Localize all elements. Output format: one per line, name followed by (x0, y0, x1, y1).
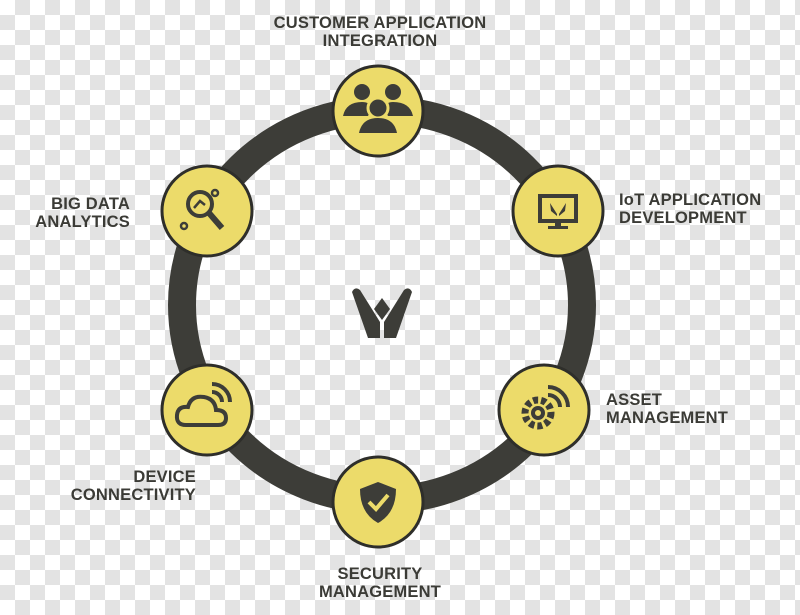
label-line: IoT APPLICATION (619, 191, 762, 209)
label-line: ASSET (606, 391, 663, 409)
node-customer[interactable] (331, 64, 425, 158)
label-bigdata: BIG DATA ANALYTICS (0, 195, 130, 231)
label-line: INTEGRATION (322, 32, 438, 50)
monitor-icon (538, 194, 578, 229)
node-bigdata[interactable] (160, 164, 254, 258)
label-line: MANAGEMENT (606, 409, 729, 427)
node-device[interactable] (160, 363, 254, 457)
label-line: CUSTOMER APPLICATION (273, 14, 487, 32)
center-logo-icon (352, 288, 412, 338)
label-line: BIG DATA (51, 195, 130, 213)
node-security[interactable] (331, 455, 425, 549)
label-customer: CUSTOMER APPLICATION INTEGRATION (240, 14, 520, 50)
users-icon (343, 84, 413, 133)
label-line: DEVICE (133, 468, 196, 486)
node-iot[interactable] (511, 164, 605, 258)
magnifier-icon (179, 188, 225, 231)
label-line: DEVELOPMENT (619, 209, 747, 227)
label-iot: IoT APPLICATION DEVELOPMENT (619, 191, 799, 227)
cloud-wifi-icon (174, 382, 232, 427)
shield-check-icon (360, 482, 396, 523)
label-asset: ASSET MANAGEMENT (606, 391, 786, 427)
label-line: MANAGEMENT (318, 583, 442, 601)
label-line: SECURITY (337, 565, 423, 583)
gear-wifi-icon (521, 385, 570, 430)
label-security: SECURITY MANAGEMENT (280, 565, 480, 601)
node-asset[interactable] (497, 363, 591, 457)
label-device: DEVICE CONNECTIVITY (16, 468, 196, 504)
label-line: ANALYTICS (35, 213, 130, 231)
label-line: CONNECTIVITY (70, 486, 196, 504)
